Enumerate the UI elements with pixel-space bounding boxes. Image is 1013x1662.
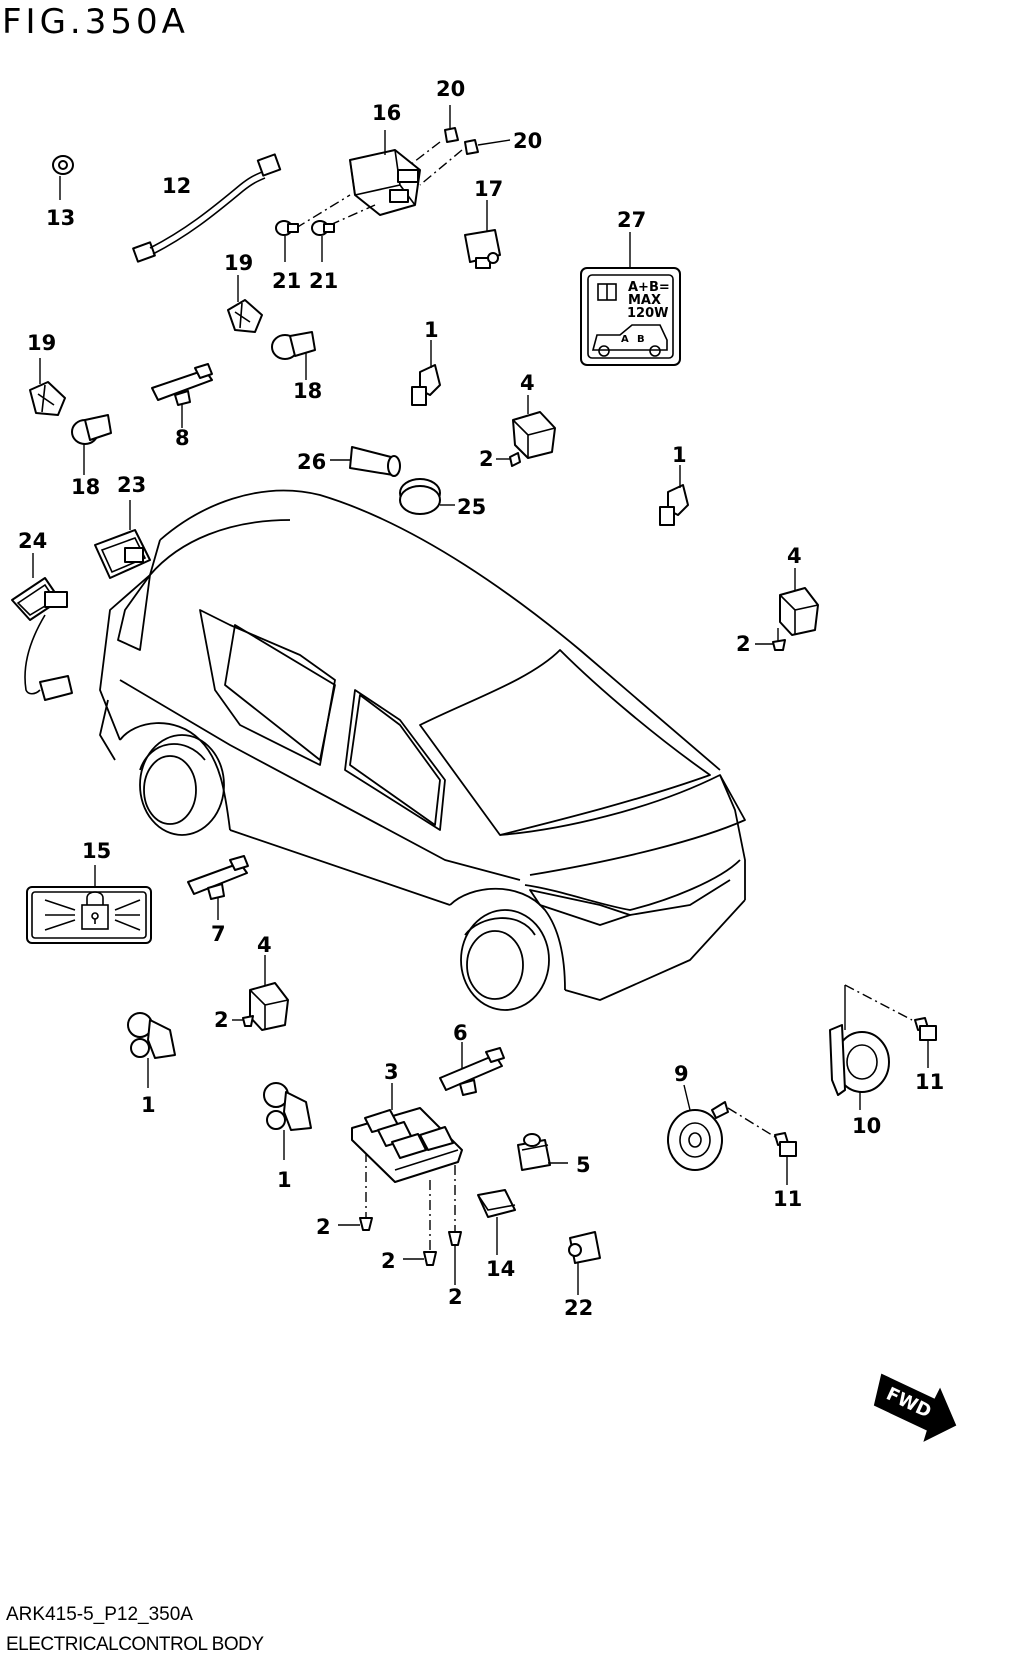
callout-9: 9	[674, 1062, 689, 1086]
part-12-harness	[132, 153, 282, 263]
part-1-switch-b	[659, 465, 689, 526]
callout-27: 27	[617, 208, 646, 232]
part-21-screw-a	[275, 220, 299, 262]
callout-2c: 2	[214, 1008, 229, 1032]
callout-23: 23	[117, 473, 146, 497]
part-11-bolt-b	[774, 1132, 797, 1185]
callout-22: 22	[564, 1296, 593, 1320]
callout-1c: 1	[141, 1093, 156, 1117]
callout-11a: 11	[915, 1070, 944, 1094]
label-27-a: A	[621, 334, 629, 345]
callout-10: 10	[852, 1114, 881, 1138]
label-27-b: B	[637, 334, 645, 345]
callout-20b: 20	[513, 129, 542, 153]
callout-3: 3	[384, 1060, 399, 1084]
label-27-line3: 120W	[627, 306, 668, 321]
part-18-sensor-a	[271, 331, 316, 380]
callout-1a: 1	[424, 318, 439, 342]
callout-13: 13	[46, 206, 75, 230]
part-26-socket	[330, 446, 401, 477]
part-2-screw-f	[448, 1165, 462, 1285]
part-20-clip-a	[444, 105, 459, 143]
figure-title: FIG.350A	[2, 2, 189, 42]
vehicle-outline	[99, 489, 746, 1011]
label-27-line2: MAX	[628, 293, 661, 308]
callout-17: 17	[474, 177, 503, 201]
part-20-clip-b	[464, 139, 511, 155]
callout-21a: 21	[272, 269, 301, 293]
callout-18a: 18	[293, 379, 322, 403]
part-2-screw-e	[403, 1180, 437, 1266]
callout-18b: 18	[71, 475, 100, 499]
callout-8: 8	[175, 426, 190, 450]
part-4-switch-a	[512, 395, 556, 459]
callout-5: 5	[576, 1153, 591, 1177]
callout-16: 16	[372, 101, 401, 125]
part-25-cap	[399, 478, 455, 515]
callout-20a: 20	[436, 77, 465, 101]
part-2-screw-d	[338, 1152, 373, 1231]
callout-7: 7	[211, 922, 226, 946]
part-13-grommet	[52, 155, 74, 200]
part-23-lamp	[94, 500, 151, 579]
part-24-lamp-harness	[11, 553, 73, 701]
part-14-relay	[477, 1189, 516, 1255]
callout-2f: 2	[448, 1285, 463, 1309]
callout-21b: 21	[309, 269, 338, 293]
part-27-label: A+B= MAX 120W A B	[580, 232, 681, 366]
part-2-screw-b	[755, 628, 786, 651]
part-2-screw-a	[496, 452, 521, 467]
part-1-switch-c	[127, 1012, 176, 1088]
part-18-sensor-b	[71, 414, 112, 475]
label-27-line1: A+B=	[628, 280, 670, 295]
part-22-sensor	[568, 1231, 601, 1295]
callout-4c: 4	[257, 933, 272, 957]
callout-4a: 4	[520, 371, 535, 395]
callout-2d: 2	[316, 1215, 331, 1239]
callout-6: 6	[453, 1021, 468, 1045]
callout-11b: 11	[773, 1187, 802, 1211]
callout-24: 24	[18, 529, 47, 553]
callout-25: 25	[457, 495, 486, 519]
callout-14: 14	[486, 1257, 515, 1281]
part-10-horn	[829, 984, 913, 1110]
section-title: ELECTRICALCONTROL BODY	[6, 1634, 264, 1655]
figure-code: ARK415-5_P12_350A	[6, 1604, 193, 1625]
callout-numbers: 20 16 20 12 17 13 27 19 21 21 1 19 4 18 …	[18, 77, 944, 1320]
callout-2e: 2	[381, 1249, 396, 1273]
part-4-switch-b	[779, 568, 819, 636]
callout-12: 12	[162, 174, 191, 198]
callout-19b: 19	[27, 331, 56, 355]
part-1-switch-d	[263, 1082, 312, 1160]
part-19-holder-b	[29, 358, 66, 416]
part-16-control-unit	[295, 130, 463, 229]
part-17-sensor	[464, 200, 501, 269]
callout-26: 26	[297, 450, 326, 474]
part-15-label	[26, 865, 152, 944]
part-11-bolt-a	[914, 1017, 937, 1068]
fwd-arrow: FWD	[873, 1373, 957, 1442]
part-3-window-switch	[351, 1083, 463, 1183]
callout-1d: 1	[277, 1168, 292, 1192]
callout-4b: 4	[787, 544, 802, 568]
callout-2a: 2	[479, 447, 494, 471]
part-19-holder-a	[227, 275, 263, 333]
callout-1b: 1	[672, 443, 687, 467]
part-2-screw-c	[232, 1015, 254, 1027]
callout-15: 15	[82, 839, 111, 863]
part-7-antenna	[187, 855, 249, 920]
callout-19a: 19	[224, 251, 253, 275]
part-5-switch	[517, 1133, 568, 1171]
part-8-antenna	[151, 363, 213, 428]
part-4-switch-c	[249, 955, 289, 1031]
callout-2b: 2	[736, 632, 751, 656]
part-6-antenna	[439, 1042, 505, 1096]
part-9-horn	[667, 1084, 781, 1171]
part-1-switch-a	[411, 340, 441, 406]
part-21-screw-b	[311, 220, 335, 262]
